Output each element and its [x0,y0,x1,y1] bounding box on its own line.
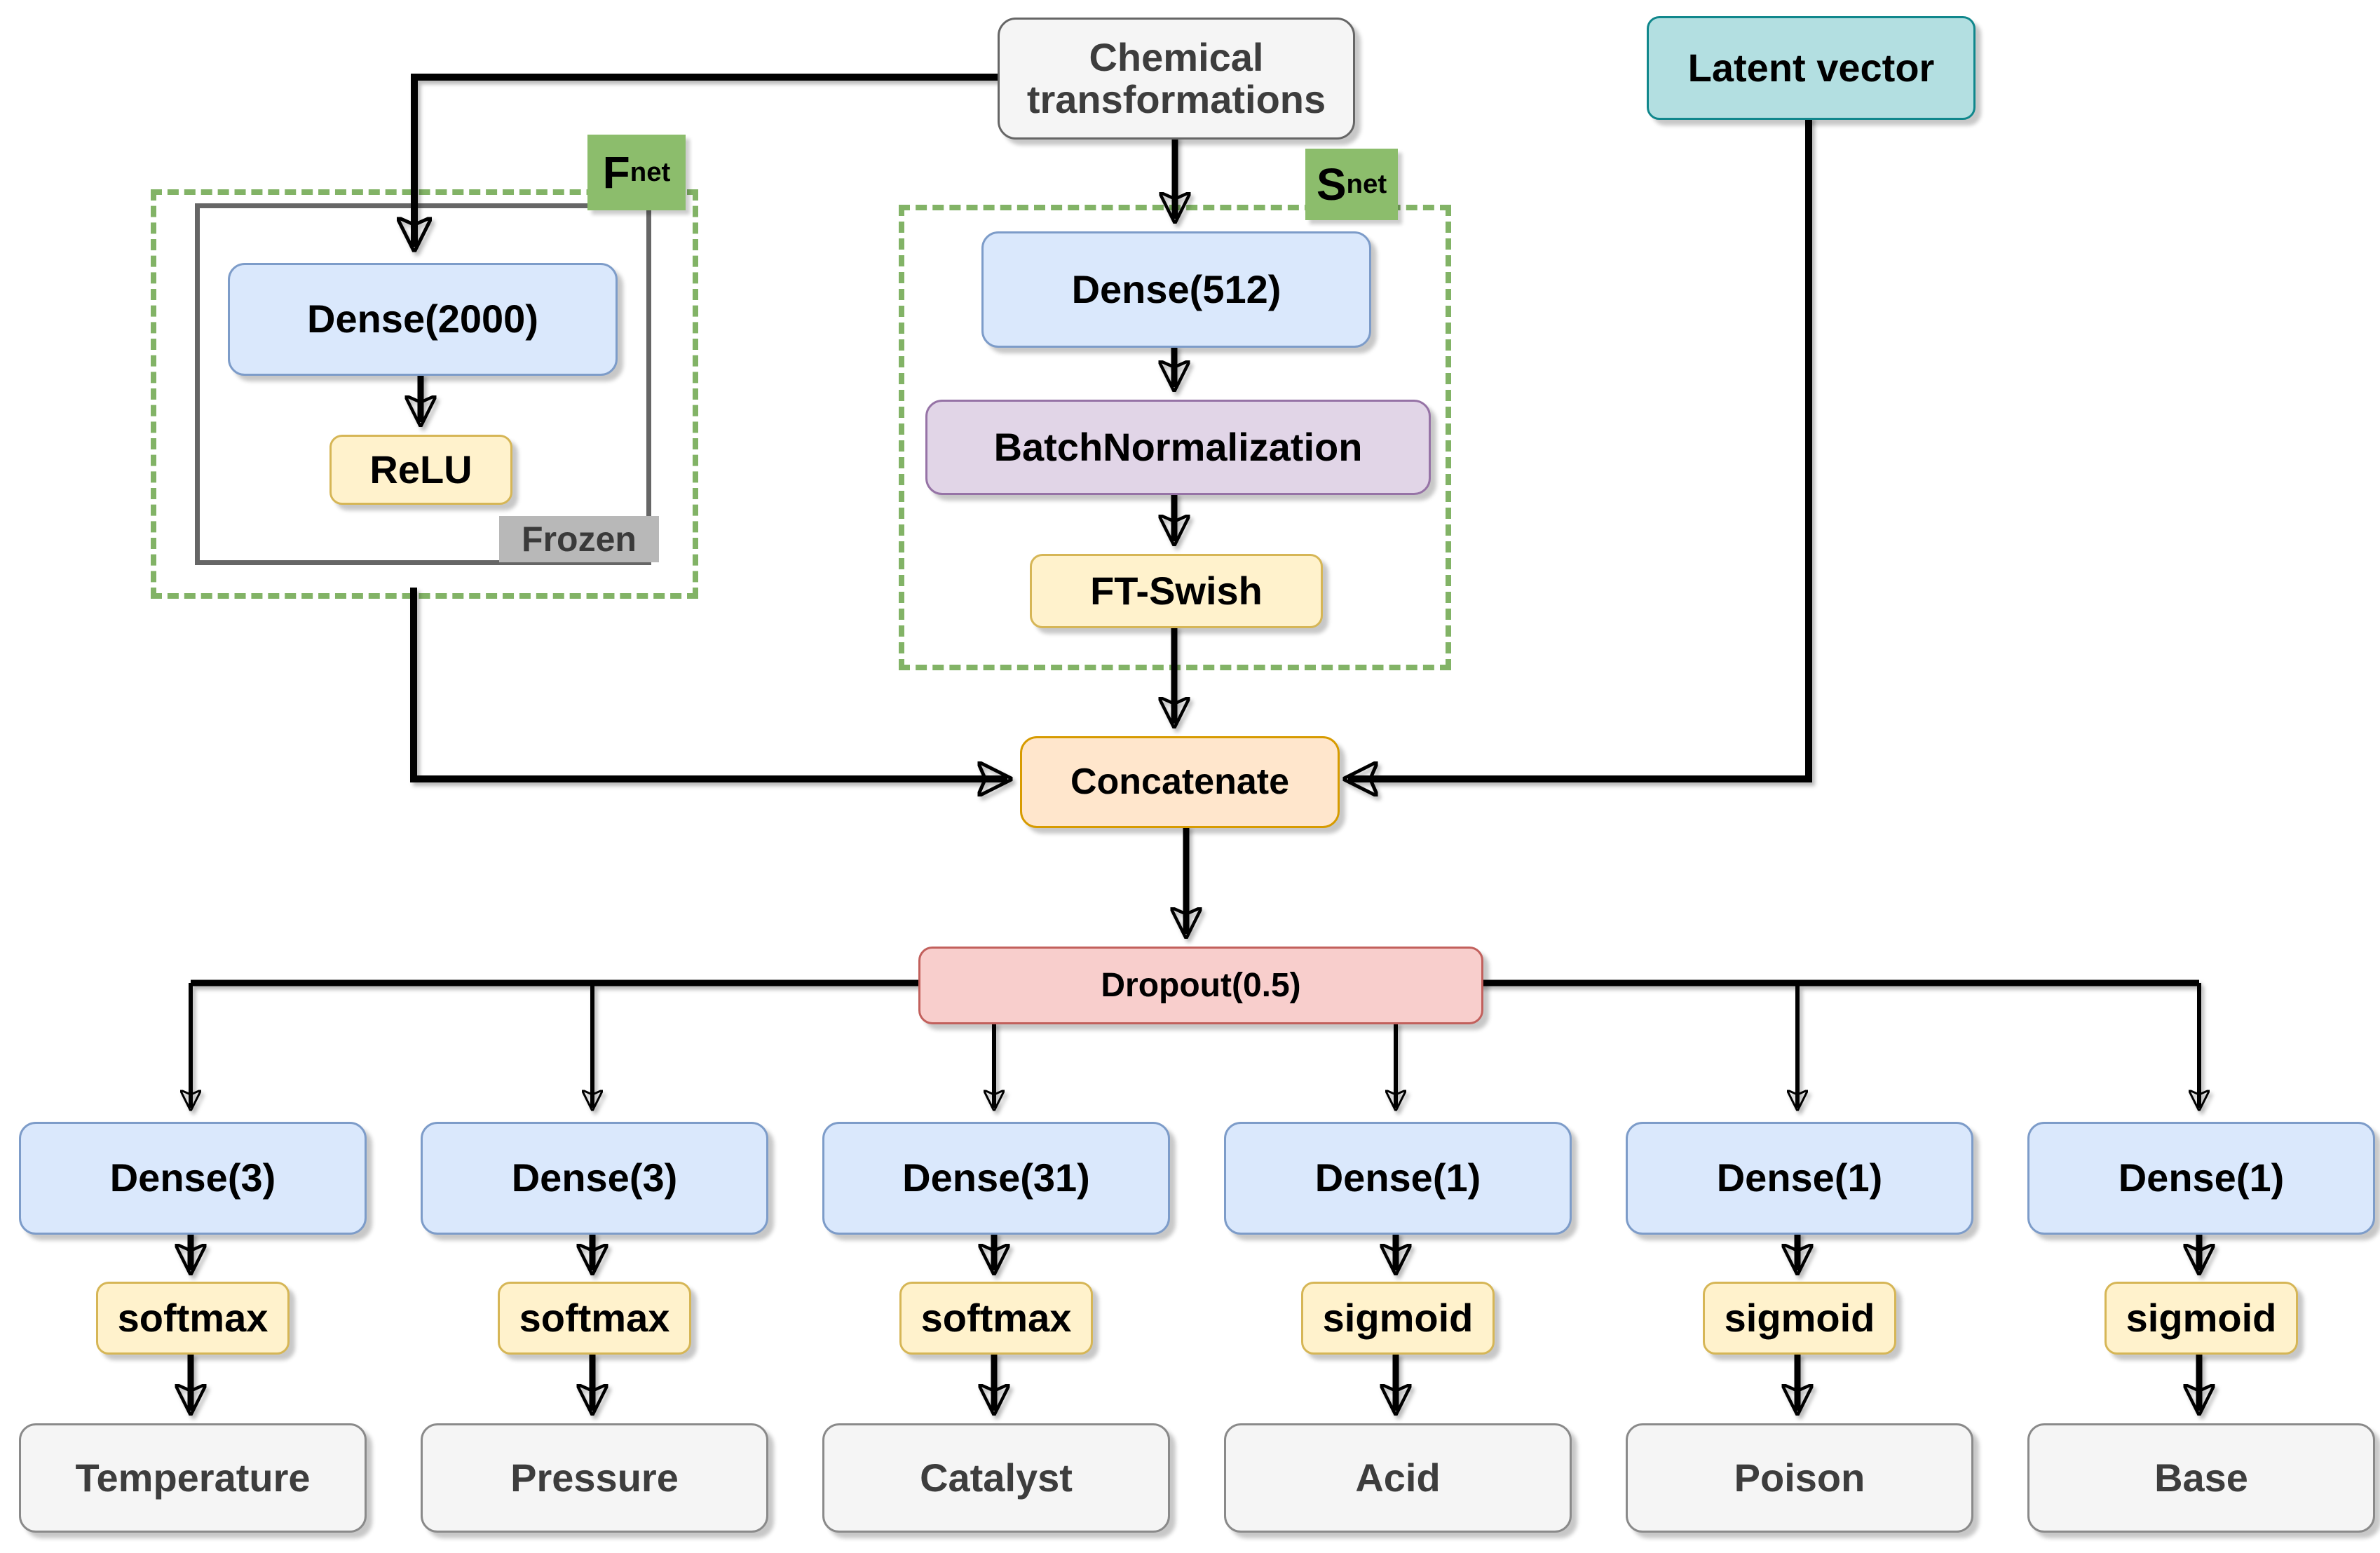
snet-dense-node: Dense(512) [981,231,1371,348]
fnet-relu-label: ReLU [369,447,472,491]
branch3-dense-node: Dense(31) [822,1122,1170,1235]
snet-dense-label: Dense(512) [1071,266,1281,311]
latent-vector-node: Latent vector [1647,16,1976,120]
dropout-label: Dropout(0.5) [1101,966,1301,1004]
branch5-dense-label: Dense(1) [1716,1155,1883,1200]
branch6-dense-node: Dense(1) [2027,1122,2375,1235]
branch1-output-label: Temperature [75,1455,311,1500]
branch2-dense-node: Dense(3) [421,1122,768,1235]
branch2-activation-label: softmax [519,1295,670,1340]
branch1-activation-label: softmax [117,1295,268,1340]
chemical-line2: transformations [1026,77,1326,121]
branch4-activation-label: sigmoid [1322,1295,1474,1340]
branch1-dense-node: Dense(3) [19,1122,367,1235]
branch6-dense-label: Dense(1) [2118,1155,2285,1200]
snet-batchnorm-node: BatchNormalization [925,400,1431,495]
branch1-activation-node: softmax [96,1282,290,1355]
frozen-label: Frozen [499,516,659,562]
branch2-dense-label: Dense(3) [511,1155,678,1200]
branch4-dense-node: Dense(1) [1224,1122,1572,1235]
branch5-dense-node: Dense(1) [1626,1122,1973,1235]
fnet-dense-node: Dense(2000) [228,263,618,376]
edge-latent-to-concatenate [1348,116,1812,779]
concatenate-label: Concatenate [1070,761,1290,803]
dropout-node: Dropout(0.5) [918,947,1483,1024]
snet-ftswish-label: FT-Swish [1090,568,1263,613]
frozen-label-text: Frozen [522,520,637,559]
concatenate-node: Concatenate [1020,736,1340,828]
snet-tag-letter: S [1316,159,1347,210]
branch6-activation-node: sigmoid [2104,1282,2298,1355]
branch3-activation-label: softmax [920,1295,1072,1340]
branch3-dense-label: Dense(31) [902,1155,1090,1200]
branch3-output-node: Catalyst [822,1423,1170,1533]
branch2-output-node: Pressure [421,1423,768,1533]
branch1-output-node: Temperature [19,1423,367,1533]
fnet-dense-label: Dense(2000) [307,297,538,341]
fnet-group-border [151,189,698,599]
latent-vector-label: Latent vector [1687,45,1935,90]
frozen-group-border [195,203,651,565]
chemical-transformations-label: Chemical transformations [1027,36,1326,121]
edge-fnet-to-concatenate [410,588,1007,779]
snet-ftswish-node: FT-Swish [1030,554,1323,628]
fnet-relu-node: ReLU [329,435,512,505]
chemical-line1: Chemical [1089,34,1264,79]
branch3-activation-node: softmax [899,1282,1093,1355]
branch6-activation-label: sigmoid [2126,1295,2277,1340]
branch4-output-label: Acid [1355,1455,1441,1500]
branch5-activation-label: sigmoid [1724,1295,1875,1340]
branch6-output-node: Base [2027,1423,2375,1533]
branch4-output-node: Acid [1224,1423,1572,1533]
branch1-dense-label: Dense(3) [109,1155,276,1200]
branch5-output-label: Poison [1734,1455,1865,1500]
edge-chemical-to-fnet [414,74,998,247]
fnet-tag-letter: F [602,147,630,198]
branch5-activation-node: sigmoid [1703,1282,1896,1355]
branch6-output-label: Base [2154,1455,2248,1500]
branch2-activation-node: softmax [498,1282,691,1355]
chemical-transformations-node: Chemical transformations [998,18,1355,140]
branch3-output-label: Catalyst [920,1455,1073,1500]
branch2-output-label: Pressure [510,1455,679,1500]
branch5-output-node: Poison [1626,1423,1973,1533]
branch4-activation-node: sigmoid [1301,1282,1495,1355]
branch4-dense-label: Dense(1) [1314,1155,1481,1200]
snet-batchnorm-label: BatchNormalization [993,424,1363,469]
